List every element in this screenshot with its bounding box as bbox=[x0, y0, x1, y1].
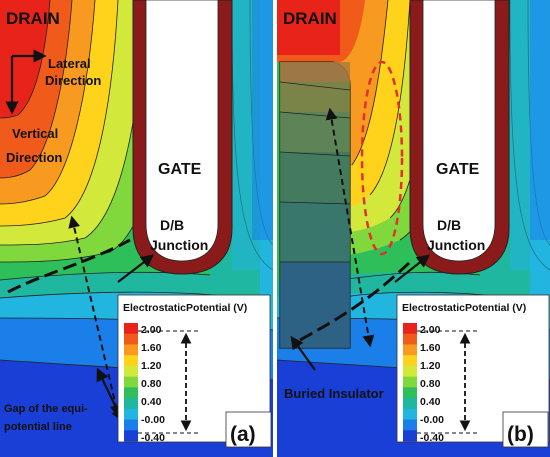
legend-color-swatch bbox=[403, 344, 417, 356]
legend-color-swatch bbox=[124, 430, 138, 442]
legend-color-swatch bbox=[403, 408, 417, 421]
legend-color-swatch bbox=[124, 376, 138, 388]
direction-arrows-a bbox=[5, 49, 47, 115]
legend-color-swatch bbox=[124, 408, 138, 421]
drain-label-a: DRAIN bbox=[6, 9, 60, 28]
drain-label-b: DRAIN bbox=[283, 9, 337, 28]
legend-color-swatch bbox=[124, 365, 138, 378]
lateral-direction-label-line1: Lateral bbox=[48, 56, 91, 71]
legend-tick-label: 0.40 bbox=[141, 396, 162, 408]
panel-tag-b: (b) bbox=[507, 423, 534, 446]
legend-tick-label: 1.20 bbox=[420, 360, 441, 372]
legend-color-swatch bbox=[403, 398, 417, 410]
legend-color-swatch bbox=[124, 355, 138, 367]
vertical-direction-label-line1: Vertical bbox=[12, 126, 58, 141]
legend-color-swatch bbox=[403, 355, 417, 367]
lateral-direction-label-line2: Direction bbox=[45, 73, 101, 88]
legend-tick-label: -0.00 bbox=[420, 414, 444, 426]
legend-color-swatch bbox=[124, 333, 138, 345]
legend-color-swatch bbox=[403, 419, 417, 431]
junction-label-a-line1: D/B bbox=[160, 217, 184, 233]
legend-color-swatch bbox=[124, 323, 138, 335]
legend-colorbar-a bbox=[124, 323, 138, 442]
legend-tick-label: 0.40 bbox=[420, 396, 441, 408]
gate-structure-a bbox=[132, 0, 233, 275]
legend-title-b: ElectrostaticPotential (V) bbox=[402, 302, 526, 314]
legend-color-swatch bbox=[403, 365, 417, 378]
legend-tick-label: -0.00 bbox=[141, 414, 165, 426]
legend-color-swatch bbox=[124, 387, 138, 399]
annotations-b bbox=[290, 60, 431, 371]
insulator-label: Buried Insulator bbox=[284, 386, 384, 401]
legend-tick-label: 0.80 bbox=[141, 378, 162, 390]
panel-tag-box-b bbox=[502, 411, 549, 448]
panel-tag-a: (a) bbox=[230, 423, 256, 446]
legend-a: ElectrostaticPotential (V) 2.00 1.60 1.20 0… bbox=[117, 294, 271, 444]
gate-structure-b bbox=[409, 0, 510, 275]
gate-label-a: GATE bbox=[158, 161, 202, 178]
legend-color-swatch bbox=[403, 376, 417, 388]
gap-label-line1: Gap of the equi- bbox=[4, 403, 88, 415]
junction-label-b-line2: Junction bbox=[427, 237, 485, 253]
highlight-ellipse bbox=[360, 60, 404, 256]
buried-insulator bbox=[279, 61, 351, 349]
legend-tick-label: 1.20 bbox=[141, 360, 162, 372]
legend-tick-label: 0.80 bbox=[420, 378, 441, 390]
junction-label-b-line1: D/B bbox=[437, 217, 461, 233]
legend-tick-label: -0.40 bbox=[420, 432, 444, 444]
legend-color-swatch bbox=[403, 430, 417, 442]
panel-tag-box-a bbox=[225, 411, 272, 448]
legend-colorbar-b bbox=[403, 323, 417, 442]
legend-tick-label: 2.00 bbox=[141, 324, 162, 336]
legend-tick-label: 1.60 bbox=[420, 342, 441, 354]
gate-label-b: GATE bbox=[436, 161, 480, 178]
legend-color-swatch bbox=[403, 323, 417, 335]
legend-tick-label: 2.00 bbox=[420, 324, 441, 336]
legend-tick-label: 1.60 bbox=[141, 342, 162, 354]
legend-title-a: ElectrostaticPotential (V) bbox=[123, 302, 247, 314]
legend-color-swatch bbox=[124, 398, 138, 410]
vertical-direction-label-line2: Direction bbox=[6, 150, 62, 165]
legend-color-swatch bbox=[124, 419, 138, 431]
legend-color-swatch bbox=[403, 387, 417, 399]
gap-label-line2: potential line bbox=[4, 421, 72, 433]
junction-label-a-line2: Junction bbox=[150, 237, 208, 253]
legend-tick-label: -0.40 bbox=[141, 432, 165, 444]
legend-color-swatch bbox=[124, 344, 138, 356]
legend-color-swatch bbox=[403, 333, 417, 345]
